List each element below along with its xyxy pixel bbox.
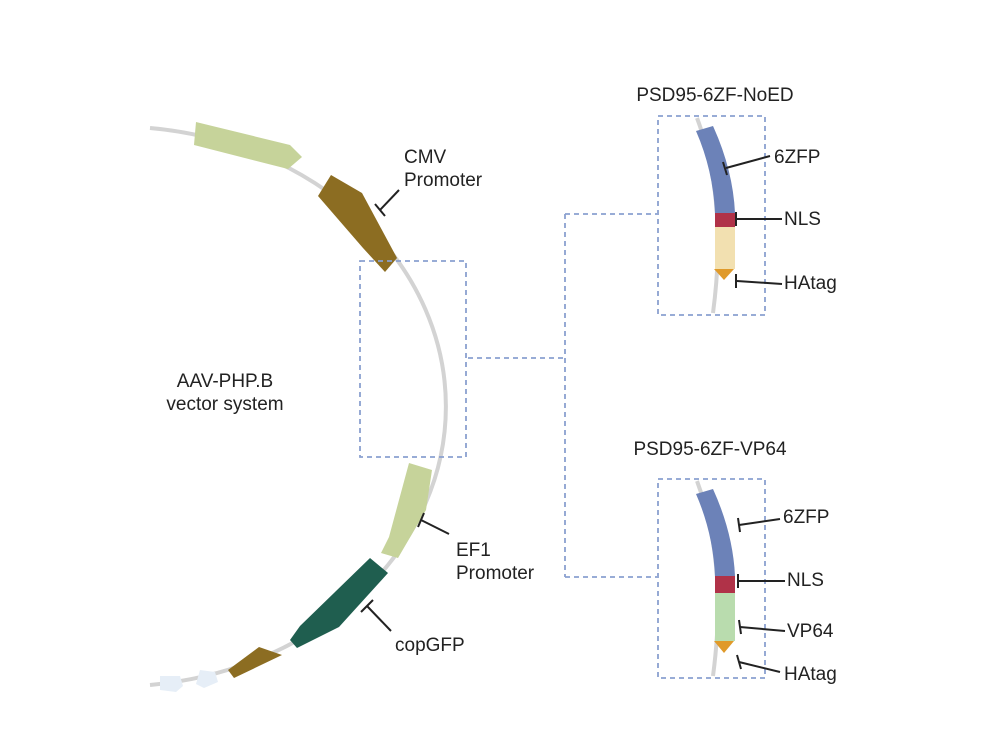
feature-brown-bottom (228, 647, 282, 678)
construct-bottom-hatag-segment (714, 641, 734, 653)
construct-top-label-nls: NLS (784, 209, 821, 230)
feature-pale-blue-1 (196, 670, 218, 688)
construct-top-callouts (722, 155, 783, 288)
cmv-callout (374, 189, 400, 217)
zoom-box-plasmid (359, 260, 467, 458)
construct-top-cream-segment (715, 227, 735, 269)
ef1-label-line1: EF1 (456, 540, 491, 561)
vector-title-line1: AAV-PHP.B (176, 371, 274, 392)
cmv-promoter-label: CMV Promoter (404, 146, 482, 192)
feature-light-green-top (194, 122, 302, 169)
cmv-label-line1: CMV (404, 147, 447, 168)
copgfp-label: copGFP (395, 635, 465, 656)
construct-bottom-title: PSD95-6ZF-VP64 (633, 439, 787, 460)
construct-top-title: PSD95-6ZF-NoED (636, 85, 794, 106)
construct-top-label-6zfp: 6ZFP (774, 147, 821, 168)
construct-bottom-label-nls: NLS (787, 570, 824, 591)
construct-bottom-label-vp64: VP64 (787, 621, 834, 642)
zoom-connector (468, 213, 657, 578)
construct-top-label-hatag: HAtag (784, 273, 837, 294)
construct-bottom-label-hatag: HAtag (784, 664, 837, 685)
vector-title-line2: vector system (166, 394, 284, 415)
construct-bottom-callouts (736, 517, 786, 673)
construct-bottom-label-6zfp: 6ZFP (783, 507, 830, 528)
ef1-callout (417, 512, 450, 535)
copgfp-callout (360, 599, 392, 632)
construct-top-6zfp-segment (696, 126, 735, 213)
ef1-promoter-feature (381, 463, 432, 558)
vector-title: AAV-PHP.B vector system (140, 370, 310, 416)
construct-bottom-nls-segment (715, 576, 735, 593)
ef1-label-line2: Promoter (456, 563, 535, 584)
copgfp-feature (290, 558, 388, 648)
ef1-promoter-label: EF1 Promoter (456, 539, 534, 585)
construct-top-hatag-segment (714, 269, 734, 280)
construct-bottom-vp64-segment (715, 593, 735, 641)
cmv-label-line2: Promoter (404, 170, 483, 191)
feature-pale-blue-2 (160, 676, 183, 692)
construct-bottom-6zfp-segment (696, 489, 735, 576)
plasmid-backbone (149, 126, 448, 687)
cmv-promoter-feature (318, 175, 397, 272)
construct-top-nls-segment (715, 213, 735, 227)
